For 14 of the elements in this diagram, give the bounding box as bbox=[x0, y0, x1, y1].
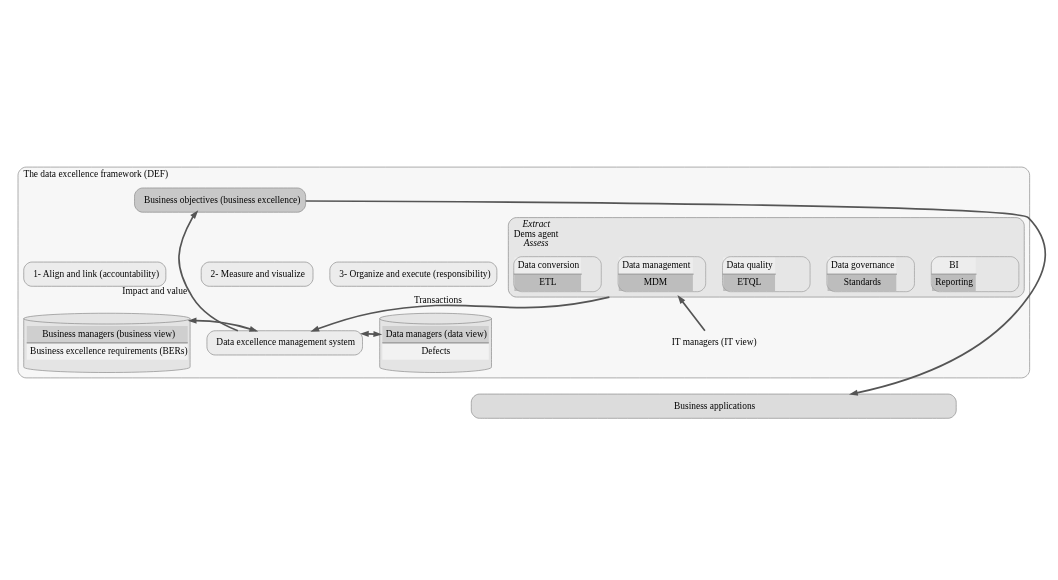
node-text: IT managers (IT view) bbox=[671, 337, 757, 348]
arrow bbox=[187, 317, 259, 332]
node-box: Data excellence management system bbox=[206, 330, 363, 356]
arrow bbox=[178, 210, 239, 332]
edge-label: Impact and value bbox=[122, 285, 188, 296]
edge-label: Transactions bbox=[414, 294, 462, 305]
node-box: Business objectives (business excellence) bbox=[134, 187, 306, 213]
arrow bbox=[677, 295, 706, 332]
node-box: 2- Measure and visualize bbox=[200, 261, 314, 287]
node-box: Business applications bbox=[470, 393, 957, 419]
node-box: 3- Organize and execute (responsibility) bbox=[329, 261, 498, 287]
node-box: 1- Align and link (accountability) bbox=[23, 261, 167, 287]
arrow bbox=[310, 296, 611, 332]
arrow bbox=[304, 200, 1047, 396]
